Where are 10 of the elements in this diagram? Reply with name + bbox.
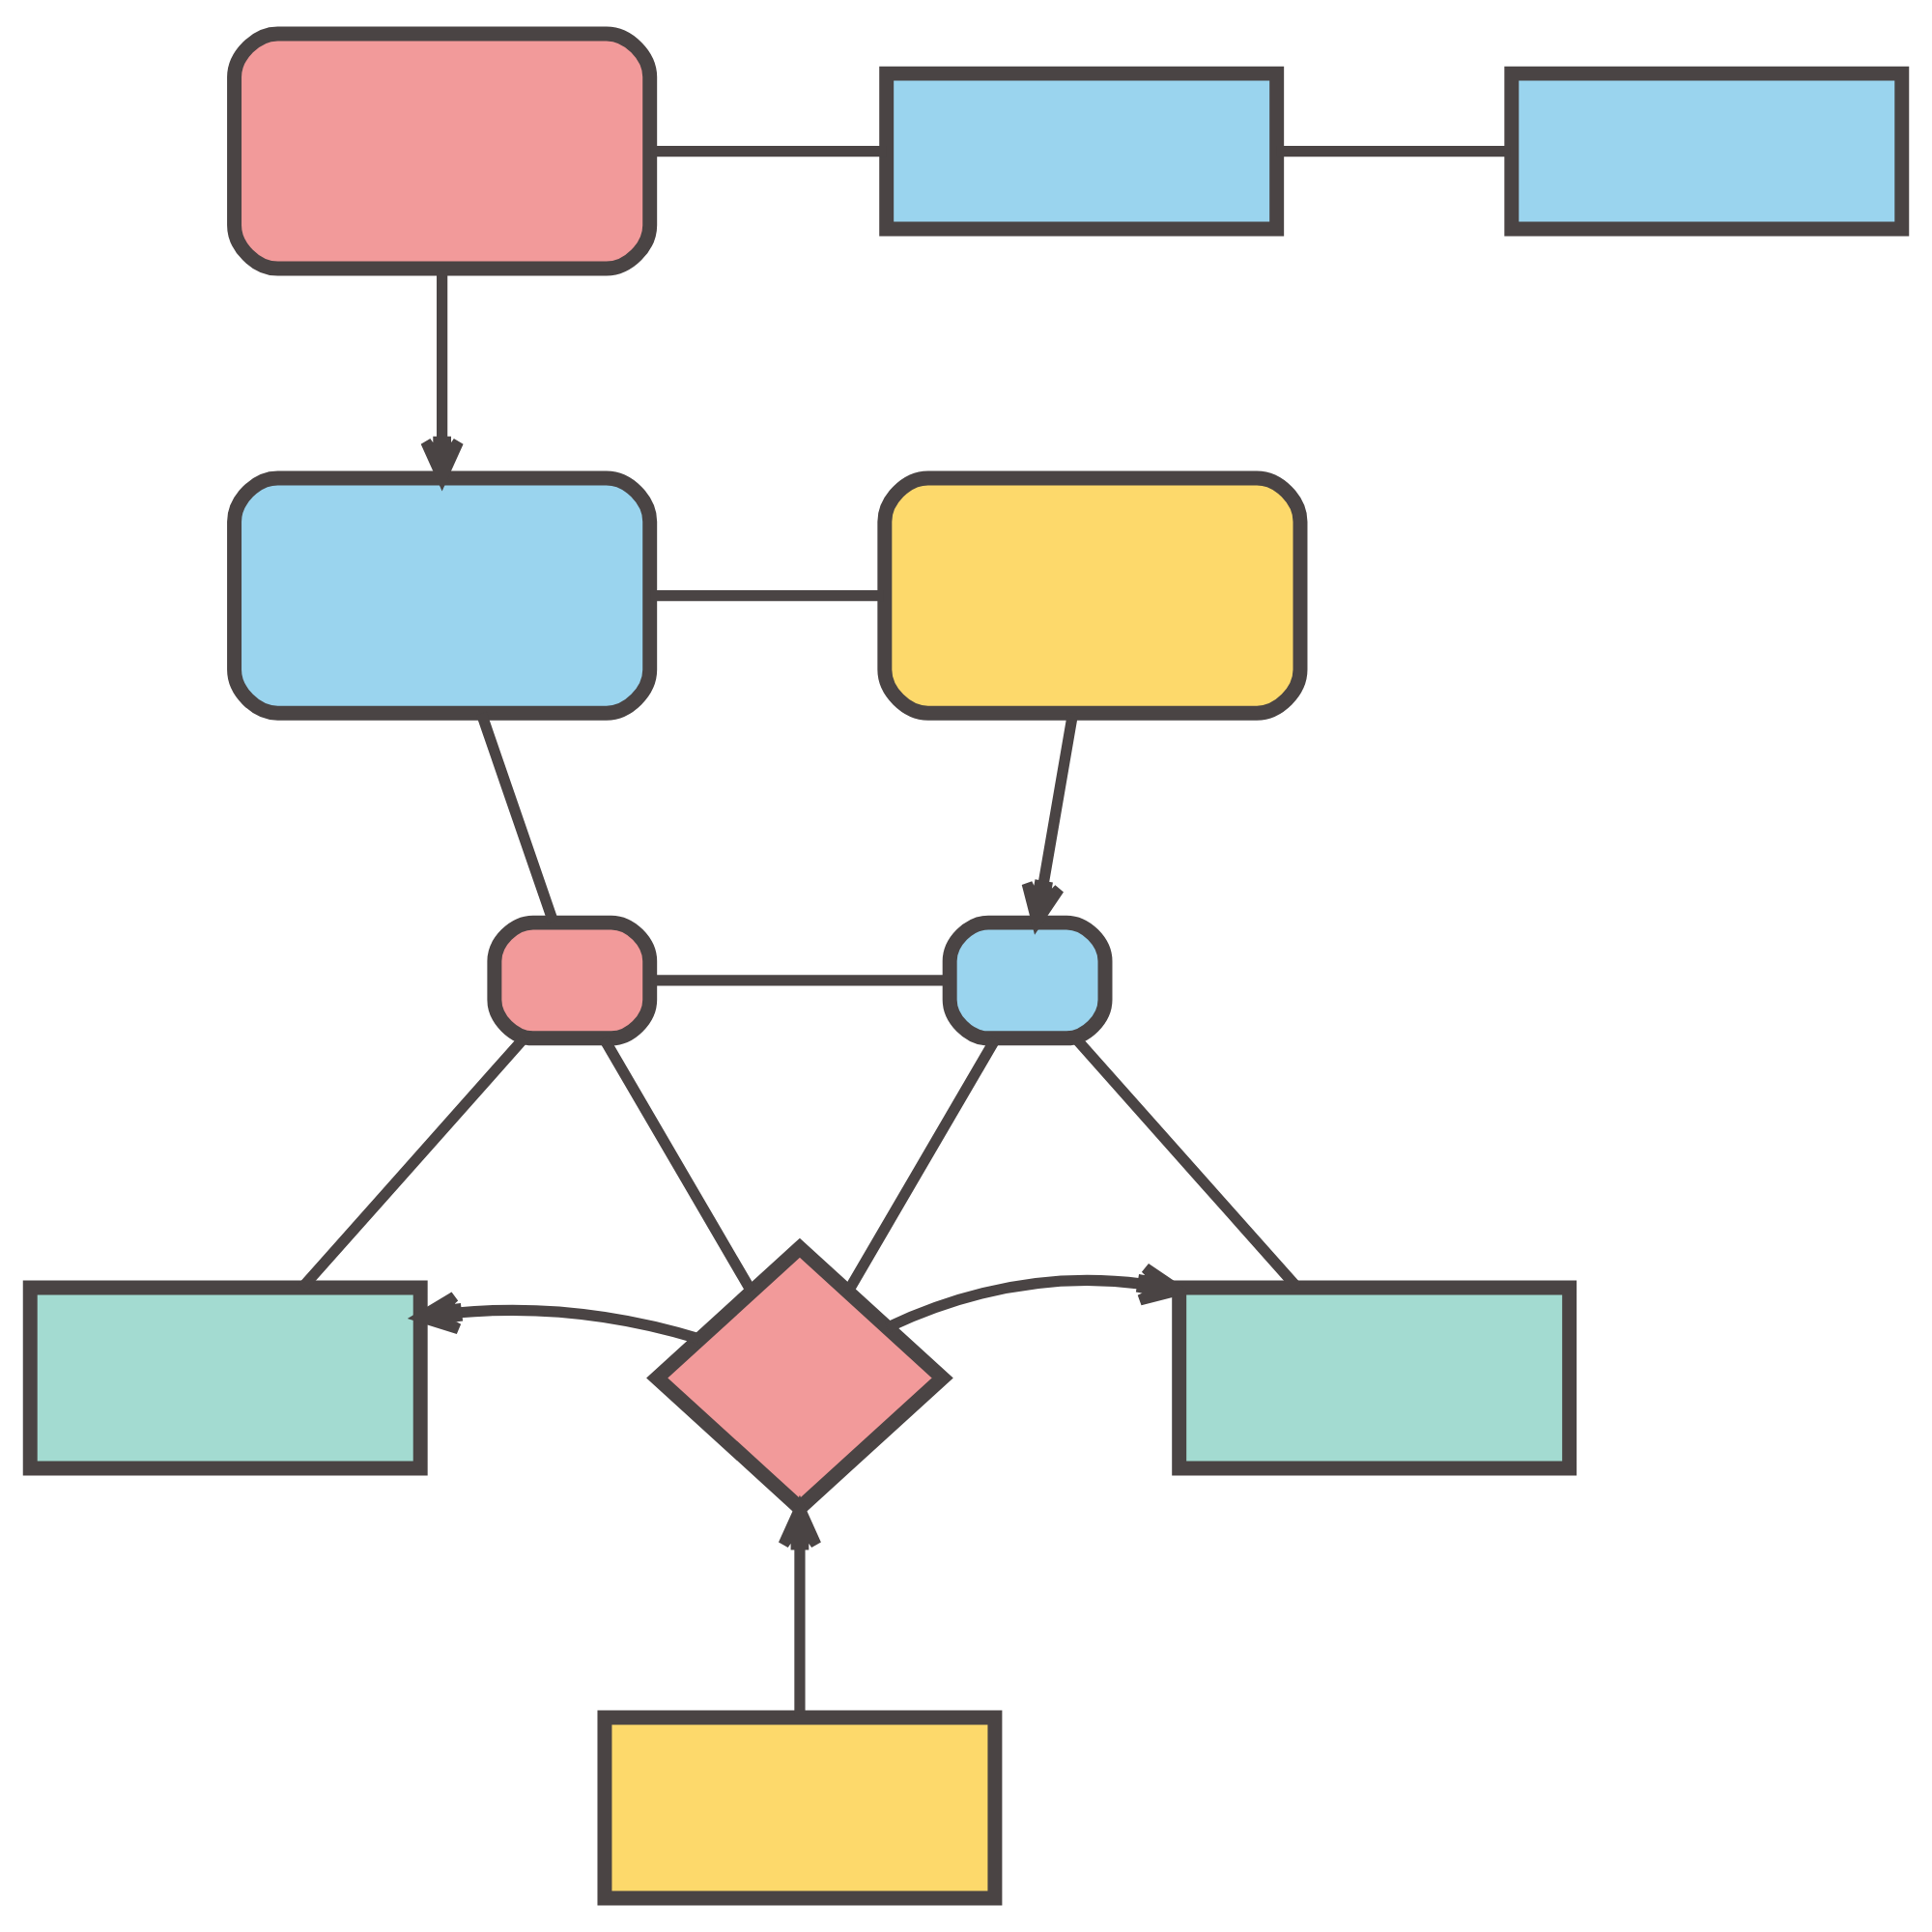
node-box — [227, 26, 658, 276]
node-box — [487, 915, 658, 1046]
node-box — [22, 1280, 428, 1476]
node-box — [227, 470, 658, 721]
node-box — [1504, 66, 1910, 237]
node-box — [942, 915, 1113, 1046]
node-box — [877, 470, 1308, 721]
node-box — [597, 1710, 1003, 1906]
node-box — [1172, 1280, 1577, 1476]
node-box — [879, 66, 1285, 237]
